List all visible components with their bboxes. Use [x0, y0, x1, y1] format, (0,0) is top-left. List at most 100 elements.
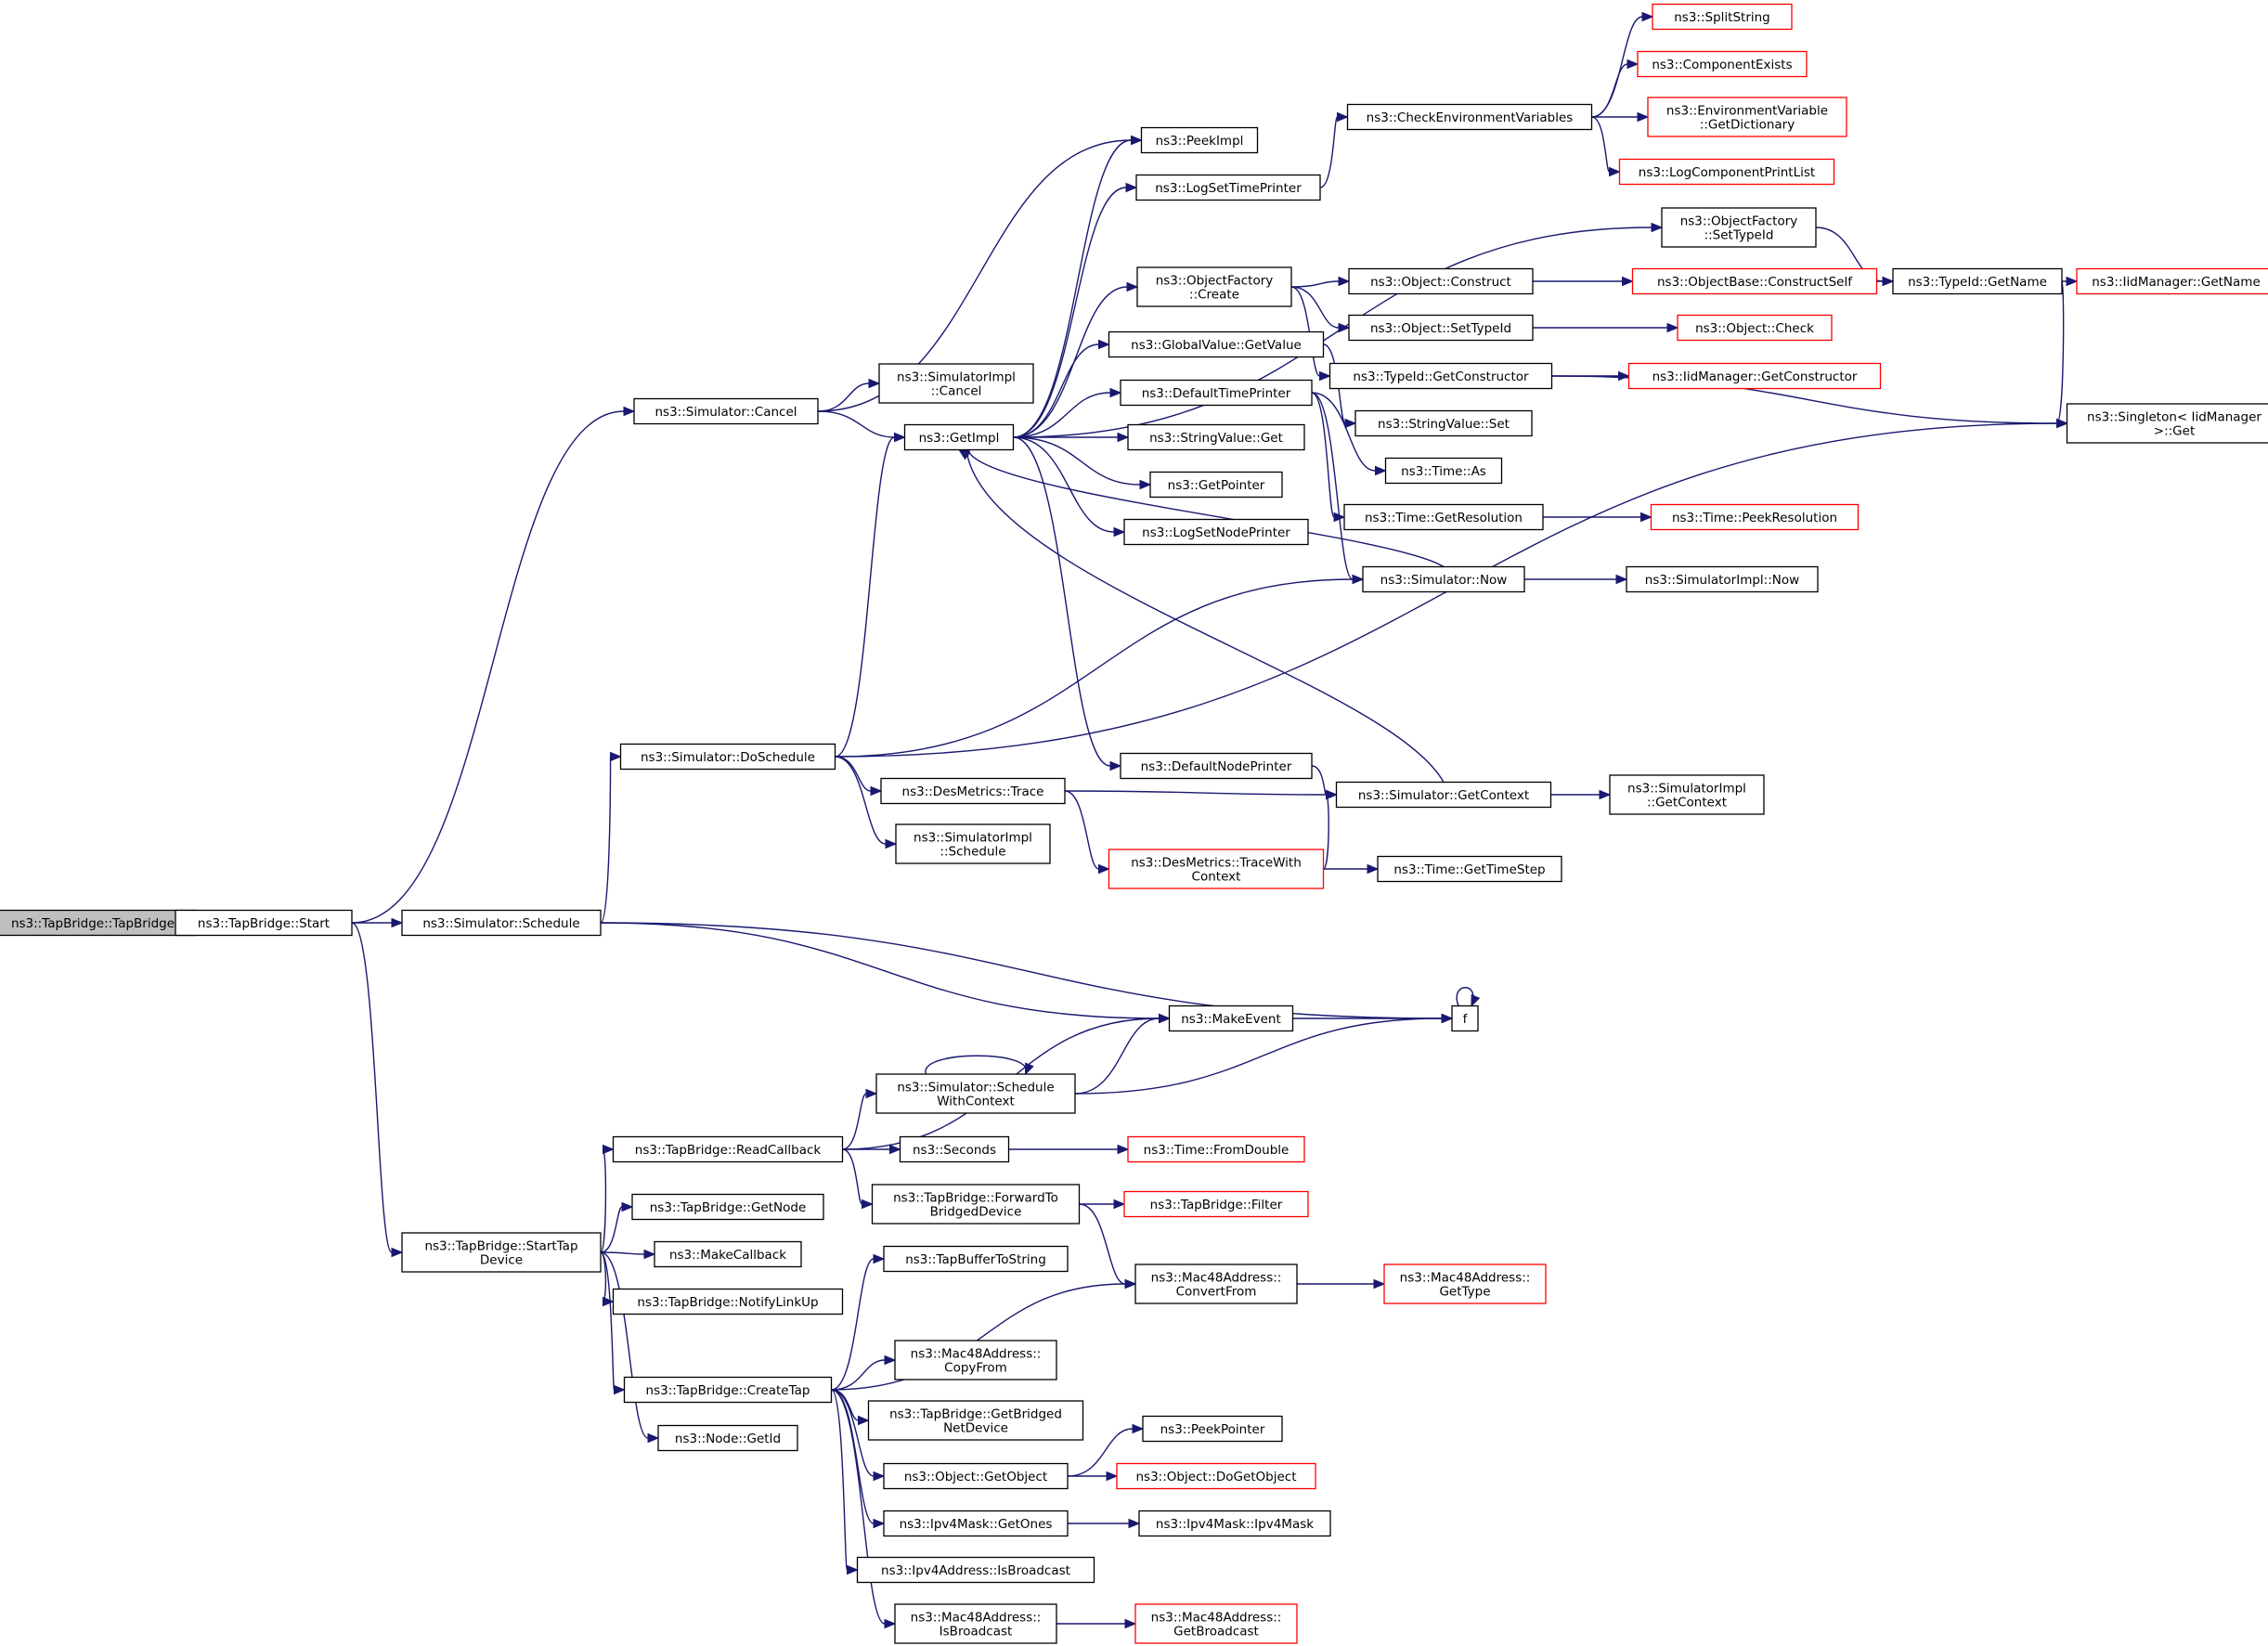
edge-deftimeprinter-to-time-getres [1311, 392, 1346, 523]
node-splitstring[interactable]: ns3::SplitString [1652, 3, 1793, 31]
node-logsettime[interactable]: ns3::LogSetTimePrinter [1135, 174, 1321, 201]
edge-arrowhead [1106, 1471, 1119, 1482]
node-box [1120, 379, 1313, 407]
node-getpointer[interactable]: ns3::GetPointer [1149, 471, 1283, 499]
edge-line [842, 1148, 863, 1205]
node-compexists[interactable]: ns3::ComponentExists [1637, 50, 1808, 78]
node-singleton[interactable]: ns3::Singleton< IidManager>::Get [2066, 403, 2268, 444]
node-time-fromdouble[interactable]: ns3::Time::FromDouble [1127, 1135, 1305, 1163]
node-obj-getobject[interactable]: ns3::Object::GetObject [883, 1462, 1069, 1490]
node-box [1136, 266, 1292, 307]
node-envvar[interactable]: ns3::EnvironmentVariable::GetDictionary [1647, 97, 1847, 137]
node-logcompprint[interactable]: ns3::LogComponentPrintList [1618, 158, 1835, 186]
node-sim-schedule[interactable]: ns3::Simulator::Schedule [401, 909, 602, 937]
node-obj-check[interactable]: ns3::Object::Check [1677, 314, 1833, 342]
node-node-getid[interactable]: ns3::Node::GetId [657, 1424, 798, 1452]
node-tb-filter[interactable]: ns3::TapBridge::Filter [1123, 1190, 1309, 1218]
node-mac48-gettype[interactable]: ns3::Mac48Address::GetType [1383, 1264, 1547, 1304]
edge-line [600, 1251, 649, 1439]
node-label: ns3::Object::DoGetObject [1135, 1470, 1296, 1484]
node-obj-construct[interactable]: ns3::Object::Construct [1348, 267, 1534, 295]
node-start[interactable]: ns3::TapBridge::Start [175, 909, 353, 937]
node-tb-getnode[interactable]: ns3::TapBridge::GetNode [631, 1193, 824, 1221]
node-sim-getcontext[interactable]: ns3::Simulator::GetContext [1335, 781, 1552, 809]
node-label: ns3::TypeId::GetConstructor [1353, 369, 1529, 384]
node-readcallback[interactable]: ns3::TapBridge::ReadCallback [612, 1135, 844, 1163]
node-mac48-convertfrom[interactable]: ns3::Mac48Address::ConvertFrom [1134, 1264, 1298, 1304]
edge-line [1013, 286, 1128, 438]
node-mac48-isbroadcast[interactable]: ns3::Mac48Address::IsBroadcast [894, 1603, 1057, 1644]
node-logsetnode[interactable]: ns3::LogSetNodePrinter [1123, 518, 1309, 546]
edge-sim-cancel-to-simimpl-cancel [817, 378, 881, 412]
edge-sim-doschedule-to-getimpl [835, 432, 906, 758]
node-obj-dogetobject[interactable]: ns3::Object::DoGetObject [1116, 1462, 1316, 1490]
node-stringvalue-set[interactable]: ns3::StringValue::Set [1354, 409, 1533, 437]
node-box [1116, 1462, 1316, 1490]
node-box [1650, 503, 1860, 531]
node-defnodeprinter[interactable]: ns3::DefaultNodePrinter [1120, 752, 1313, 780]
node-box [871, 1184, 1081, 1225]
edge-line [817, 139, 1132, 412]
node-simimpl-now[interactable]: ns3::SimulatorImpl::Now [1626, 565, 1819, 593]
node-seconds[interactable]: ns3::Seconds [899, 1135, 1010, 1163]
edge-line [600, 1251, 616, 1391]
node-makeevent[interactable]: ns3::MakeEvent [1168, 1004, 1294, 1032]
node-checkenv[interactable]: ns3::CheckEnvironmentVariables [1346, 103, 1593, 131]
edge-seconds-to-time-fromdouble [1008, 1144, 1130, 1155]
node-time-as[interactable]: ns3::Time::As [1384, 457, 1503, 485]
edge-arrowhead [1471, 993, 1481, 1007]
node-obj-settypeid[interactable]: ns3::Object::SetTypeId [1348, 314, 1534, 342]
node-tapbuffertostring[interactable]: ns3::TapBufferToString [883, 1245, 1069, 1273]
node-getimpl[interactable]: ns3::GetImpl [903, 423, 1015, 451]
node-ipv4mask-ipv4mask[interactable]: ns3::Ipv4Mask::Ipv4Mask [1138, 1510, 1331, 1537]
node-iid-getconstructor[interactable]: ns3::IidManager::GetConstructor [1627, 362, 1882, 390]
node-globalvalue[interactable]: ns3::GlobalValue::GetValue [1108, 330, 1325, 358]
edge-arrowhead [2056, 418, 2068, 429]
node-simimpl-getcontext[interactable]: ns3::SimulatorImpl::GetContext [1609, 774, 1765, 815]
node-ipv4addr-isbroadcast[interactable]: ns3::Ipv4Address::IsBroadcast [856, 1556, 1095, 1584]
node-time-getres[interactable]: ns3::Time::GetResolution [1343, 503, 1544, 531]
node-peekpointer[interactable]: ns3::PeekPointer [1142, 1415, 1283, 1443]
node-mac48-getbroadcast[interactable]: ns3::Mac48Address::GetBroadcast [1134, 1603, 1298, 1644]
node-createtap[interactable]: ns3::TapBridge::CreateTap [623, 1376, 833, 1404]
node-of-create[interactable]: ns3::ObjectFactory::Create [1136, 266, 1292, 307]
node-deftimeprinter[interactable]: ns3::DefaultTimePrinter [1120, 379, 1313, 407]
node-of-settypeid[interactable]: ns3::ObjectFactory::SetTypeId [1661, 207, 1817, 248]
node-typeid-getconstructor[interactable]: ns3::TypeId::GetConstructor [1328, 362, 1553, 390]
node-sim-cancel[interactable]: ns3::Simulator::Cancel [633, 397, 819, 425]
node-makecallback[interactable]: ns3::MakeCallback [654, 1240, 802, 1268]
edge-line [835, 756, 872, 792]
edge-mac48-convertfrom-to-mac48-gettype [1297, 1278, 1386, 1290]
edge-arrowhead [1124, 1618, 1137, 1629]
node-box [894, 1603, 1057, 1644]
node-simimpl-schedule[interactable]: ns3::SimulatorImpl::Schedule [895, 823, 1051, 864]
node-time-peekres[interactable]: ns3::Time::PeekResolution [1650, 503, 1860, 531]
edge-arrowhead [1344, 418, 1357, 429]
node-f[interactable]: f [1451, 1004, 1479, 1032]
node-time-gettimestep[interactable]: ns3::Time::GetTimeStep [1377, 855, 1562, 883]
node-tb-notifylinkup[interactable]: ns3::TapBridge::NotifyLinkUp [612, 1288, 844, 1316]
node-simimpl-cancel[interactable]: ns3::SimulatorImpl::Cancel [878, 363, 1034, 404]
node-box [1626, 565, 1819, 593]
edge-arrowhead [1622, 276, 1634, 287]
node-sim-doschedule[interactable]: ns3::Simulator::DoSchedule [619, 743, 836, 771]
node-mac48-copyfrom[interactable]: ns3::Mac48Address::CopyFrom [894, 1340, 1057, 1380]
node-desmetrics-trace[interactable]: ns3::DesMetrics::Trace [880, 777, 1066, 805]
node-stringvalue-get[interactable]: ns3::StringValue::Get [1127, 423, 1305, 451]
node-ipv4mask-getones[interactable]: ns3::Ipv4Mask::GetOnes [883, 1510, 1069, 1537]
node-box [633, 397, 819, 425]
node-label: ns3::EnvironmentVariable [1666, 104, 1828, 119]
edge-objbase-constructself-to-typeid-getname [1876, 276, 1895, 287]
node-sim-now[interactable]: ns3::Simulator::Now [1362, 565, 1525, 593]
node-iid-getname[interactable]: ns3::IidManager::GetName [2076, 267, 2268, 295]
node-tapbridge[interactable]: ns3::TapBridge::TapBridge [0, 909, 198, 937]
node-peekimpl[interactable]: ns3::PeekImpl [1140, 126, 1259, 154]
node-typeid-getname[interactable]: ns3::TypeId::GetName [1892, 267, 2063, 295]
edge-arrowhead [1128, 1518, 1141, 1529]
node-objbase-constructself[interactable]: ns3::ObjectBase::ConstructSelf [1631, 267, 1878, 295]
